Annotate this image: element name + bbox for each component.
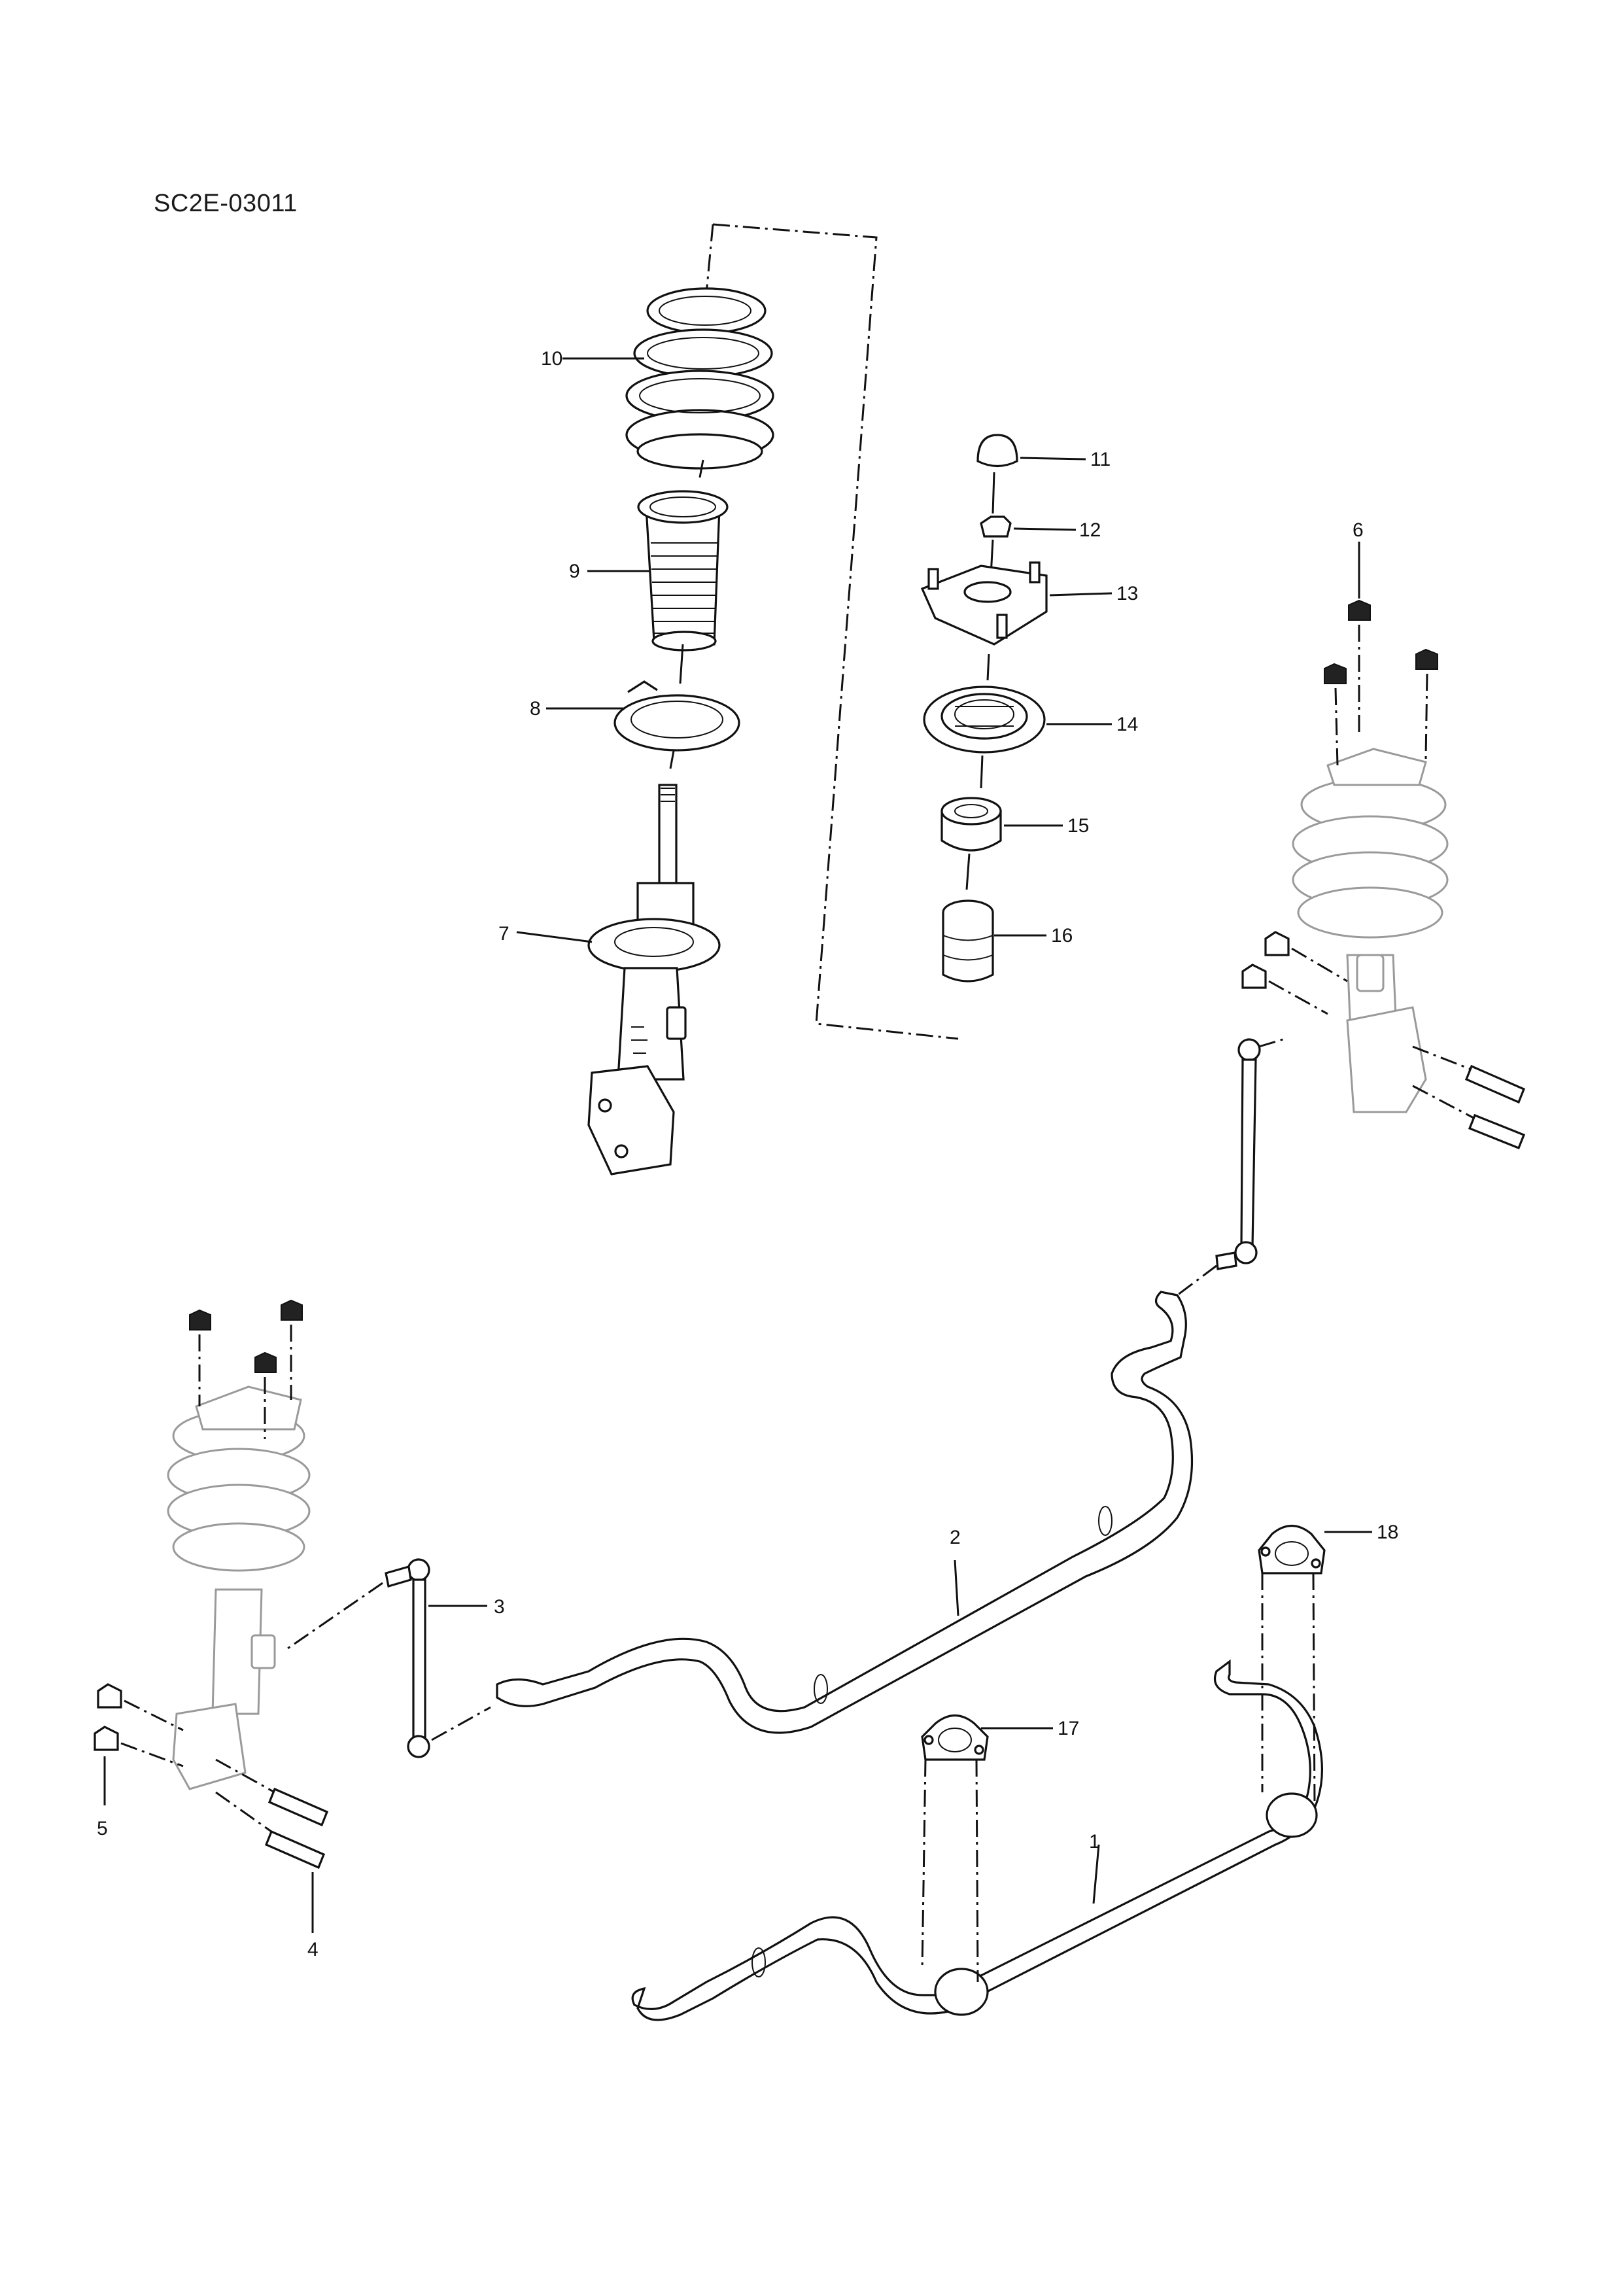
callout-2: 2 xyxy=(950,1527,961,1548)
diagram-code: SC2E-03011 xyxy=(154,190,298,217)
bushing-sleeve xyxy=(940,797,1002,890)
left-stabilizer-link xyxy=(287,1558,491,1758)
callout-17: 17 xyxy=(1058,1718,1079,1739)
dust-boot xyxy=(637,490,729,684)
callout-10: 10 xyxy=(541,348,562,370)
left-strut-assembly xyxy=(167,1385,311,1790)
callout-6: 6 xyxy=(1353,519,1364,541)
upper-strut-mount xyxy=(920,561,1048,681)
callout-3: 3 xyxy=(494,1596,505,1618)
callout-12: 12 xyxy=(1079,519,1101,541)
callout-4: 4 xyxy=(307,1939,319,1960)
callout-14: 14 xyxy=(1116,714,1138,735)
dust-cap xyxy=(976,434,1018,514)
spring-seat xyxy=(613,680,740,769)
callout-8: 8 xyxy=(530,698,541,720)
callout-18: 18 xyxy=(1377,1522,1398,1543)
left-mount-nuts xyxy=(189,1299,303,1439)
callout-5: 5 xyxy=(97,1818,108,1839)
callout-labels: 1 2 3 4 5 6 7 8 9 10 11 12 13 14 15 16 1… xyxy=(97,348,1398,1960)
callout-7: 7 xyxy=(498,923,509,945)
bump-stop xyxy=(942,899,994,983)
callout-leaders xyxy=(103,357,1372,1933)
lower-stabilizer-bar xyxy=(631,1659,1324,2021)
right-mount-nuts xyxy=(1324,542,1438,766)
right-knuckle-nuts-bolts xyxy=(1241,931,1526,1150)
callout-1: 1 xyxy=(1089,1831,1100,1852)
callout-13: 13 xyxy=(1116,583,1138,604)
coil-spring xyxy=(625,287,774,478)
right-stabilizer-link xyxy=(1177,1037,1286,1296)
upper-stabilizer-bar xyxy=(496,1291,1194,1734)
callout-9: 9 xyxy=(569,561,580,582)
left-knuckle-nuts-bolts xyxy=(94,1683,329,1870)
callout-16: 16 xyxy=(1051,925,1073,947)
callout-11: 11 xyxy=(1090,449,1111,470)
stabilizer-clamp-17 xyxy=(921,1714,989,1983)
callout-15: 15 xyxy=(1067,815,1089,837)
strut-bearing xyxy=(923,686,1046,789)
stabilizer-clamp-18 xyxy=(1258,1525,1326,1806)
right-strut-assembly xyxy=(1292,748,1449,1113)
shock-absorber-strut xyxy=(587,784,721,1175)
